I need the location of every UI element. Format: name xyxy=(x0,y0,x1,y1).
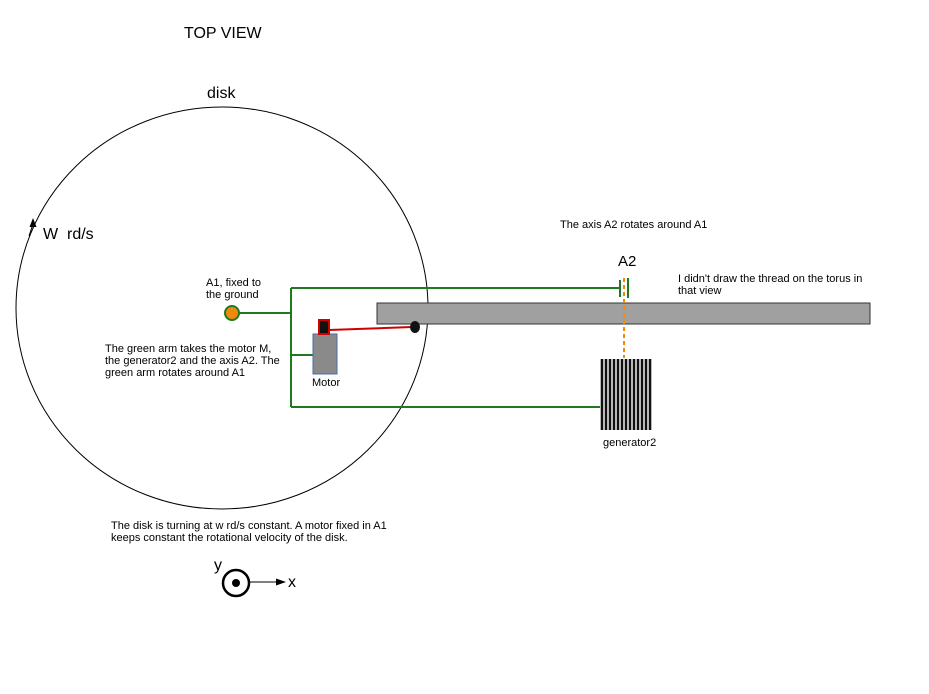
axis-a2-note: The axis A2 rotates around A1 xyxy=(560,219,708,231)
disk-circle xyxy=(15,106,429,510)
title-top-view: TOP VIEW xyxy=(184,25,262,42)
a2-label: A2 xyxy=(618,253,637,270)
motor xyxy=(312,319,338,375)
a2-axis-marker xyxy=(619,278,629,360)
green-arm xyxy=(239,287,620,408)
axis-y-label: y xyxy=(214,557,222,574)
disk-note: The disk is turning at w rd/s constant. … xyxy=(111,520,387,544)
link-joint xyxy=(410,321,420,333)
red-link xyxy=(328,326,413,331)
axis-x-label: x xyxy=(288,574,296,591)
generator2-label: generator2 xyxy=(603,437,657,449)
motor-label: Motor xyxy=(312,377,341,389)
disk-label: disk xyxy=(207,85,236,102)
green-arm-note: The green arm takes the motor M, the gen… xyxy=(105,343,280,379)
thread-note: I didn't draw the thread on the torus in… xyxy=(678,273,863,297)
generator2 xyxy=(600,358,652,430)
a1-pivot xyxy=(224,305,240,321)
axis-indicator xyxy=(221,568,286,598)
a1-label: A1, fixed to the ground xyxy=(206,277,262,301)
omega-label: W rd/s xyxy=(43,226,94,243)
rotation-arrow-icon xyxy=(28,218,37,237)
